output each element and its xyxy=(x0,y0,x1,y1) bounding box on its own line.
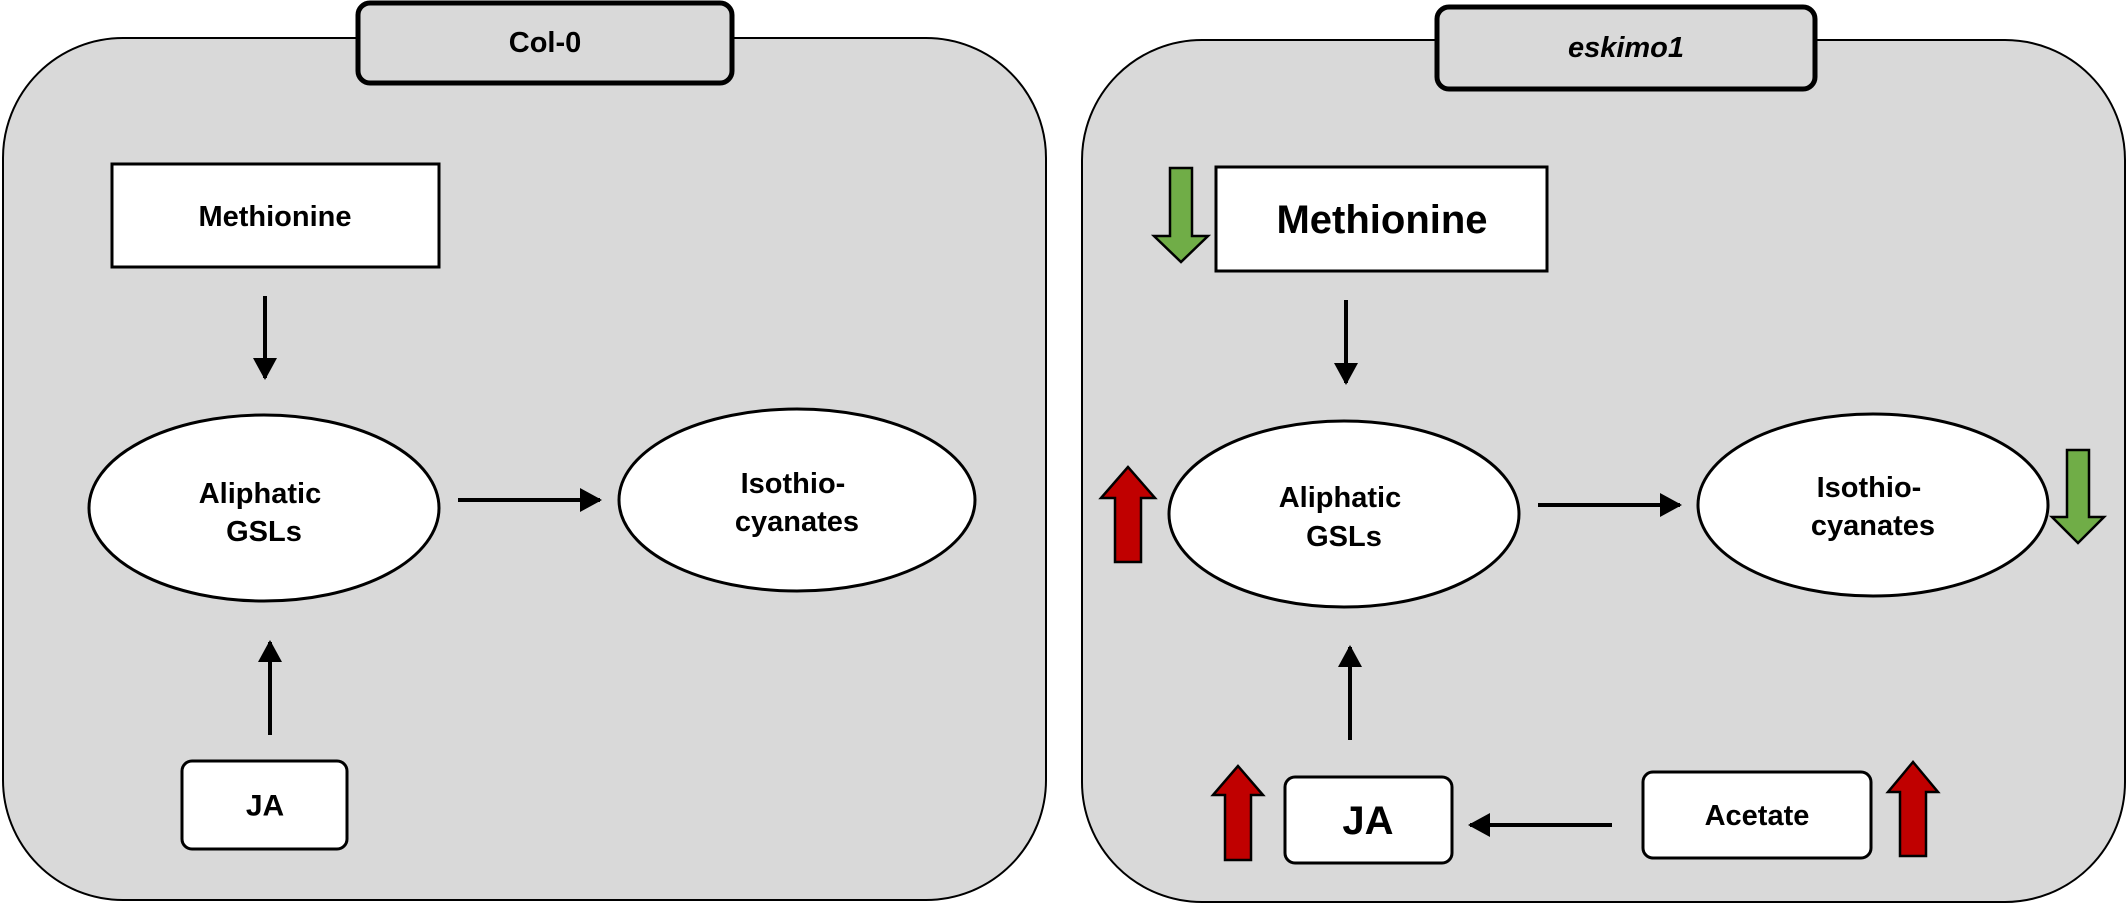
col-0-isothiocyanates-label: Isothio- cyanates xyxy=(735,468,859,538)
col-0-aliphatic-gsls-label-line-2: GSLs xyxy=(226,516,302,548)
col-0-isothiocyanates-label-line-2: cyanates xyxy=(735,506,859,538)
eskimo1-isothiocyanates-label: Isothio- cyanates xyxy=(1811,472,1935,542)
eskimo1-isothiocyanates-label-line-2: cyanates xyxy=(1811,510,1935,542)
panel-eskimo1: eskimo1 Methionine Aliphatic GSLs Isothi… xyxy=(1081,4,2126,903)
col-0-isothiocyanates-node xyxy=(617,407,977,593)
panel-eskimo1-title: eskimo1 xyxy=(1568,32,1684,64)
eskimo1-aliphatic-gsls-label-line-2: GSLs xyxy=(1306,521,1382,553)
col-0-ja-node xyxy=(180,759,349,851)
eskimo1-acetate-node xyxy=(1641,770,1873,860)
col-0-aliphatic-gsls-label-line-1: Aliphatic xyxy=(199,478,321,510)
col-0-ja-label: JA xyxy=(246,790,284,823)
panel-col-0: Col-0 Methionine Aliphatic GSLs Isothio-… xyxy=(2,0,1047,901)
eskimo1-isothiocyanates-node xyxy=(1696,412,2050,598)
eskimo1-ja-increase-arrow xyxy=(1210,764,1266,862)
eskimo1-isothiocyanates-label-line-1: Isothio- xyxy=(1817,472,1922,504)
eskimo1-aliphatic-gsls-node xyxy=(1167,419,1521,609)
eskimo1-methionine-decrease-arrow xyxy=(1150,166,1212,264)
eskimo1-ja-label: JA xyxy=(1342,799,1393,843)
eskimo1-aliphatic-gsls-increase-arrow xyxy=(1098,465,1158,564)
eskimo1-methionine-node xyxy=(1214,165,1549,273)
col-0-aliphatic-gsls-node xyxy=(87,413,441,603)
eskimo1-aliphatic-gsls-label: Aliphatic GSLs xyxy=(1279,482,1410,553)
col-0-isothiocyanates-label-line-1: Isothio- xyxy=(741,468,846,500)
eskimo1-aliphatic-gsls-label-line-1: Aliphatic xyxy=(1279,482,1401,514)
eskimo1-isothiocyanates-decrease-arrow xyxy=(2048,448,2108,545)
panel-eskimo1-title-box xyxy=(1434,4,1818,92)
col-0-methionine-node xyxy=(110,162,441,269)
eskimo1-methionine-label: Methionine xyxy=(1276,198,1487,242)
panel-col-0-title: Col-0 xyxy=(509,27,582,59)
panel-col-0-title-box xyxy=(355,0,735,86)
col-0-aliphatic-gsls-label: Aliphatic GSLs xyxy=(199,478,330,548)
eskimo1-ja-node xyxy=(1283,775,1454,865)
eskimo1-acetate-label: Acetate xyxy=(1705,800,1810,832)
eskimo1-acetate-increase-arrow xyxy=(1885,760,1941,858)
col-0-methionine-label: Methionine xyxy=(198,201,351,233)
